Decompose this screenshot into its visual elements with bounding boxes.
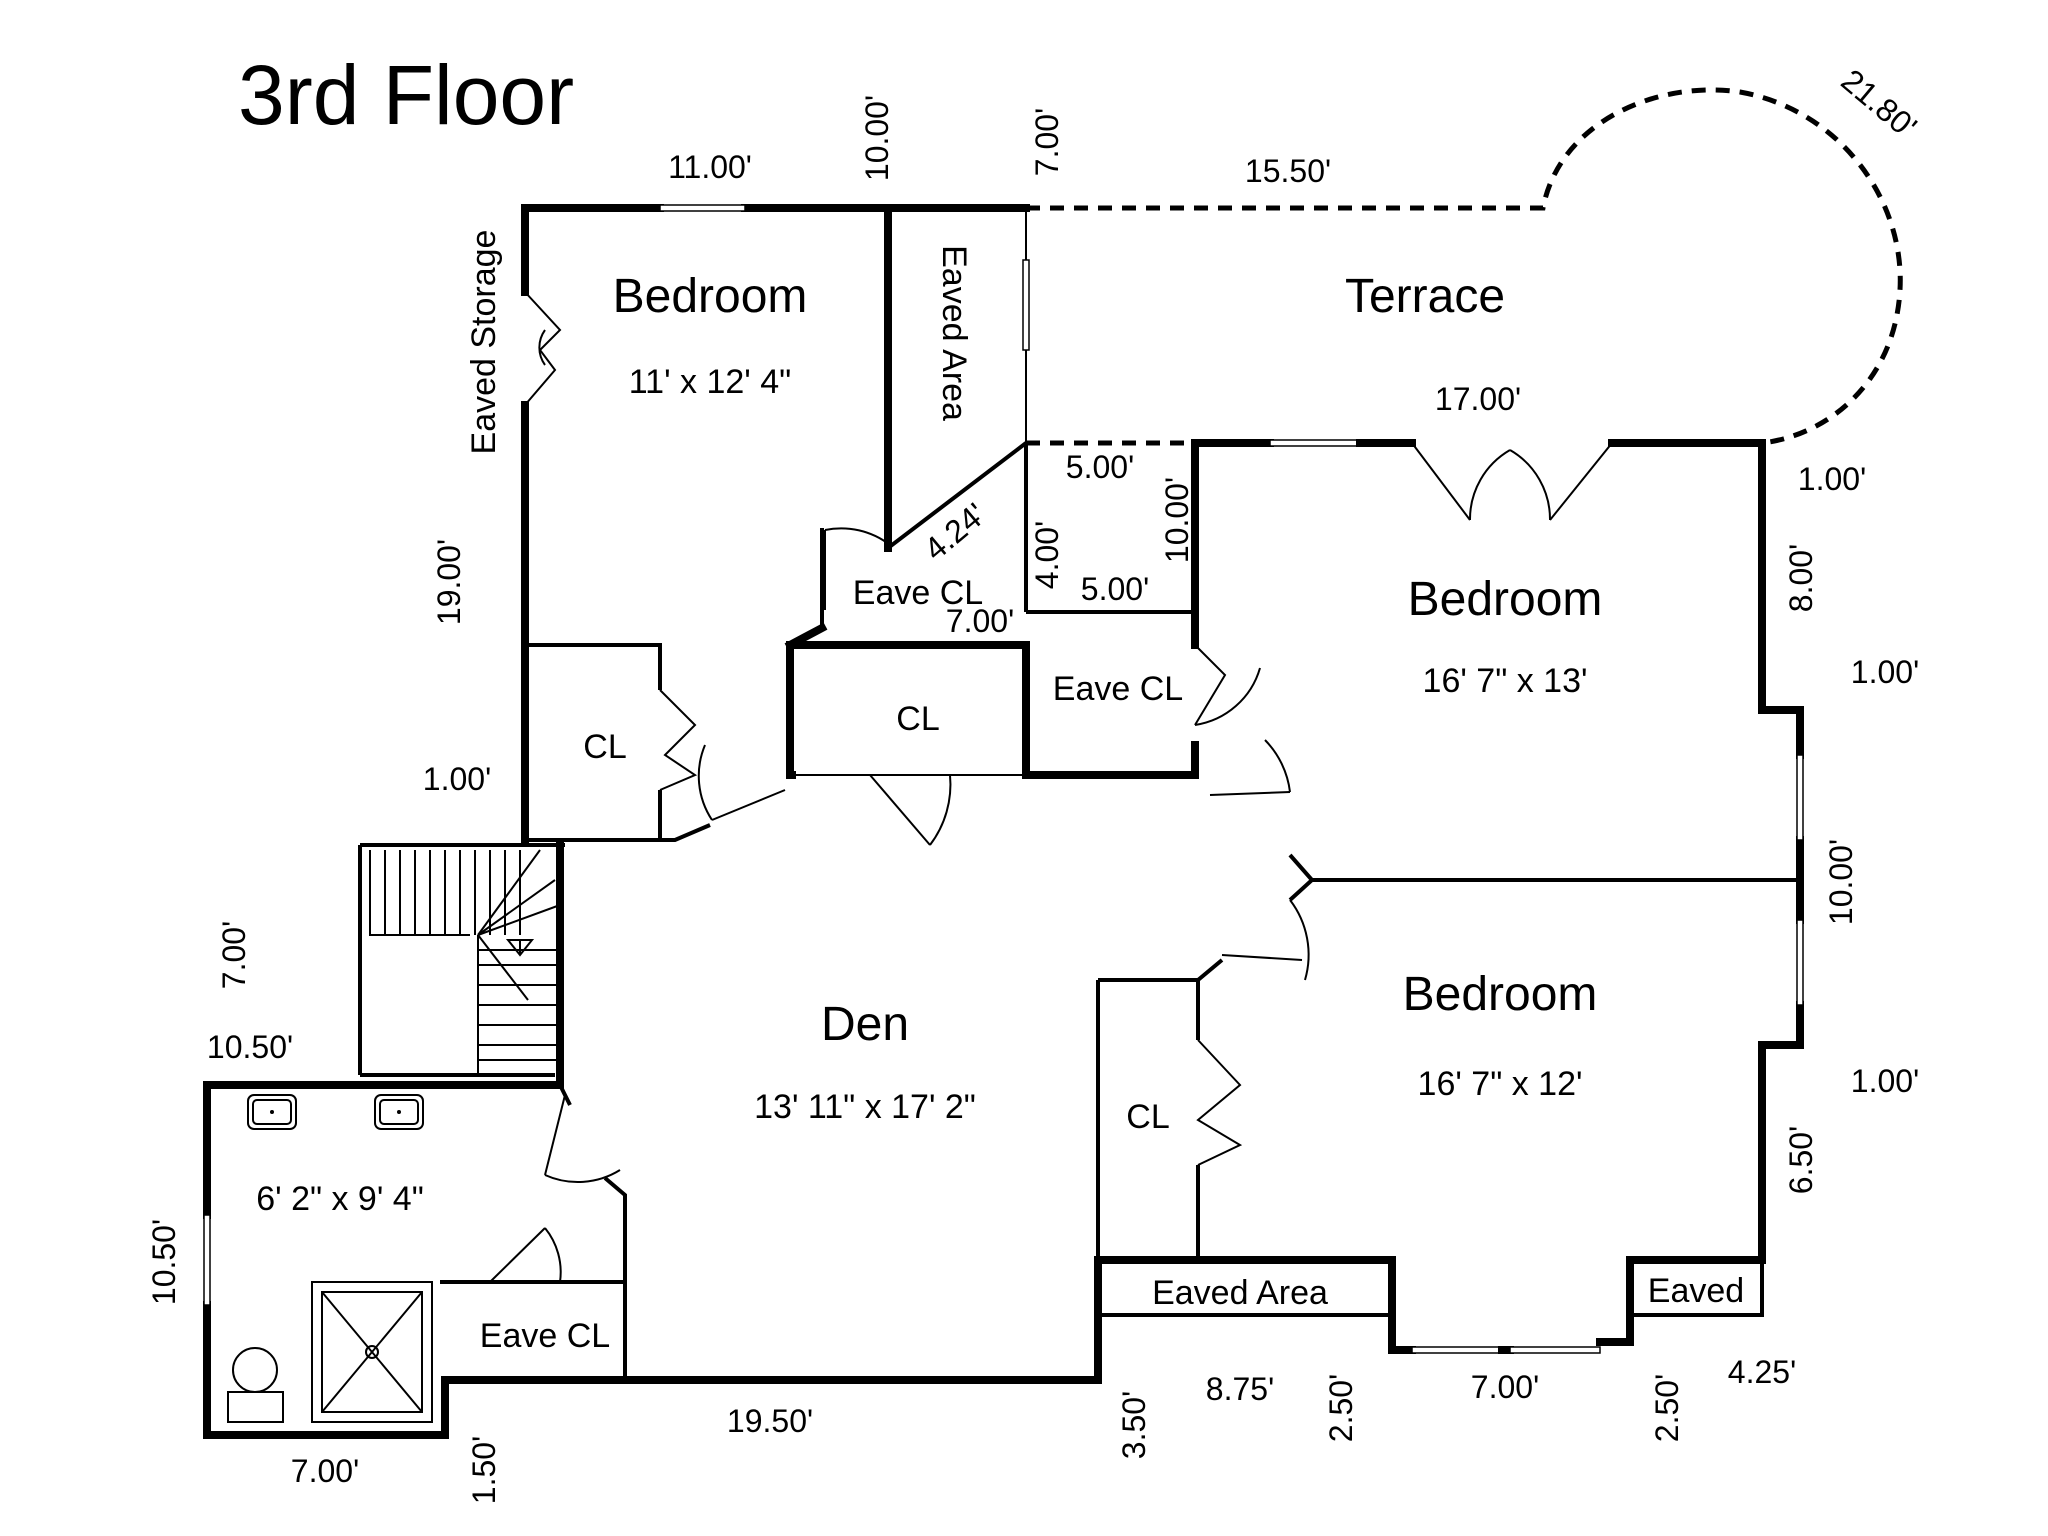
label-eave-cl-mid: Eave CL bbox=[1053, 670, 1183, 708]
walls bbox=[203, 204, 1804, 1439]
room-name-bedroom-se: Bedroom bbox=[1403, 968, 1598, 1021]
label-closet-right: CL bbox=[1126, 1098, 1169, 1136]
shower bbox=[311, 1281, 433, 1423]
window-south-b bbox=[1509, 1346, 1601, 1354]
bath-fixtures bbox=[227, 1094, 433, 1423]
label-eave-cl-upper: Eave CL bbox=[853, 574, 983, 612]
dim-10-50-left: 10.50' bbox=[146, 1219, 182, 1305]
window-east-lower bbox=[1796, 919, 1804, 1006]
dim-10-00-top: 10.00' bbox=[859, 95, 895, 181]
dim-15-50: 15.50' bbox=[1245, 153, 1331, 189]
dim-5-00-a: 5.00' bbox=[1066, 449, 1134, 485]
label-eave-cl-bath: Eave CL bbox=[480, 1317, 610, 1355]
sink-left bbox=[247, 1094, 297, 1130]
room-labels: Bedroom 11' x 12' 4" Terrace Bedroom 16'… bbox=[256, 270, 1602, 1218]
dim-4-25: 4.25' bbox=[1728, 1354, 1796, 1390]
dim-11-00: 11.00' bbox=[668, 149, 752, 185]
dim-4-24: 4.24' bbox=[917, 496, 993, 568]
label-eaved-storage: Eaved Storage bbox=[465, 230, 503, 455]
toilet bbox=[232, 1347, 278, 1393]
dim-5-00-b: 5.00' bbox=[1081, 571, 1149, 607]
dim-6-50: 6.50' bbox=[1783, 1126, 1819, 1194]
room-name-bedroom-ne: Bedroom bbox=[1408, 573, 1603, 626]
dim-10-00-mid: 10.00' bbox=[1159, 477, 1195, 563]
dim-7-00-left: 7.00' bbox=[216, 921, 252, 989]
dim-19-00: 19.00' bbox=[431, 539, 467, 625]
room-size-bath: 6' 2" x 9' 4" bbox=[256, 1180, 424, 1218]
dim-10-50-top: 10.50' bbox=[207, 1029, 293, 1065]
label-closet-left: CL bbox=[583, 728, 626, 766]
dim-3-50: 3.50' bbox=[1116, 1391, 1152, 1459]
dim-1-00-right-2: 1.00' bbox=[1851, 654, 1919, 690]
dim-1-00-left: 1.00' bbox=[423, 761, 491, 797]
dim-4-00: 4.00' bbox=[1029, 521, 1065, 589]
window-ne-top bbox=[1269, 439, 1361, 447]
terrace-outline bbox=[1026, 87, 1903, 446]
label-eaved-area-bottom: Eaved Area bbox=[1152, 1274, 1328, 1312]
dim-2-50-b: 2.50' bbox=[1649, 1374, 1685, 1442]
dim-8-00: 8.00' bbox=[1783, 544, 1819, 612]
stair-down-arrow bbox=[505, 939, 535, 957]
window-bath bbox=[203, 1214, 211, 1306]
dim-2-50-a: 2.50' bbox=[1323, 1374, 1359, 1442]
dimension-labels: 11.00' 10.00' 7.00' 15.50' 21.80' 17.00'… bbox=[146, 62, 1924, 1504]
dim-7-00-top: 7.00' bbox=[1029, 108, 1065, 176]
dim-1-50: 1.50' bbox=[466, 1436, 502, 1504]
label-eaved-bottom-right: Eaved bbox=[1648, 1272, 1744, 1310]
dim-7-00-bottom: 7.00' bbox=[291, 1453, 359, 1489]
dim-7-00-window: 7.00' bbox=[1471, 1369, 1539, 1405]
window-eaved-area bbox=[1022, 259, 1030, 351]
window-nw-top bbox=[659, 204, 746, 212]
room-name-terrace: Terrace bbox=[1345, 270, 1505, 323]
doors bbox=[489, 291, 1613, 1283]
floor-title: 3rd Floor bbox=[238, 48, 574, 142]
window-east-upper bbox=[1796, 754, 1804, 841]
room-size-bedroom-ne: 16' 7" x 13' bbox=[1423, 662, 1588, 700]
room-size-bedroom-se: 16' 7" x 12' bbox=[1418, 1065, 1583, 1103]
dim-1-00-right-3: 1.00' bbox=[1851, 1063, 1919, 1099]
staircase bbox=[369, 849, 561, 1075]
dim-19-50: 19.50' bbox=[727, 1403, 813, 1439]
space-labels: Eaved Storage Eaved Area Eave CL Eave CL… bbox=[465, 230, 1744, 1355]
label-eaved-area-top: Eaved Area bbox=[935, 245, 973, 421]
room-size-den: 13' 11" x 17' 2" bbox=[754, 1088, 976, 1126]
dim-1-00-right-1: 1.00' bbox=[1798, 461, 1866, 497]
sink-right bbox=[374, 1094, 424, 1130]
dim-17-00: 17.00' bbox=[1435, 381, 1521, 417]
dim-7-00-mid: 7.00' bbox=[946, 603, 1014, 639]
room-name-den: Den bbox=[821, 998, 909, 1051]
room-size-bedroom-nw: 11' x 12' 4" bbox=[629, 363, 791, 401]
label-closet-center: CL bbox=[896, 700, 939, 738]
room-name-bedroom-nw: Bedroom bbox=[613, 270, 808, 323]
window-south-a bbox=[1411, 1346, 1503, 1354]
dim-8-75: 8.75' bbox=[1206, 1371, 1274, 1407]
dim-10-00-right: 10.00' bbox=[1823, 839, 1859, 925]
dim-21-80: 21.80' bbox=[1834, 62, 1923, 145]
